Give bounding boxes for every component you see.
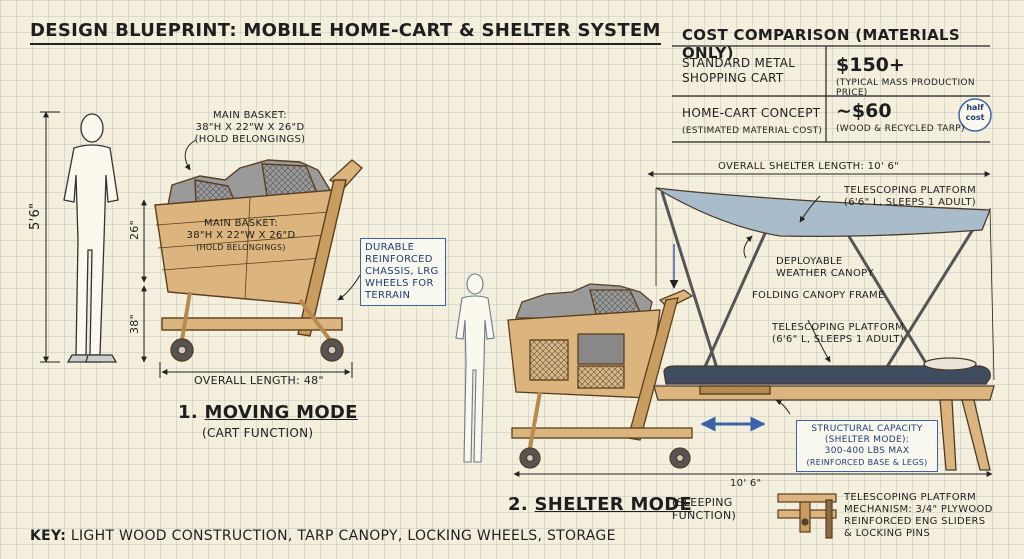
half-cost-badge-text: half cost [963, 103, 987, 123]
shelter-length-bottom: 10' 6" [730, 478, 762, 489]
tele-top-b: (6'6" L, SLEEPS 1 ADULT) [844, 197, 976, 208]
shelter-mode-sub-b: FUNCTION) [672, 509, 737, 522]
badge-line-b: cost [965, 113, 985, 122]
structural-capacity-note: STRUCTURAL CAPACITY (SHELTER MODE): 300-… [796, 420, 938, 472]
canopy-label: DEPLOYABLE WEATHER CANOPY [776, 256, 874, 280]
key-label: KEY: [30, 528, 67, 544]
tele-mid-a: TELESCOPING PLATFORM [771, 322, 905, 333]
basket-top-c: (HOLD BELONGINGS) [194, 134, 306, 145]
key-text: LIGHT WOOD CONSTRUCTION, TARP CANOPY, LO… [70, 528, 616, 544]
person-figure-moving [63, 113, 119, 363]
shelter-length-label: OVERALL SHELTER LENGTH: 10' 6" [716, 161, 902, 173]
moving-mode-title: 1. MOVING MODE [178, 402, 358, 423]
cost-comparison: COST COMPARISON (MATERIALS ONLY) STANDAR… [672, 18, 990, 142]
shelter-structure [653, 187, 995, 471]
mech-d: & LOCKING PINS [844, 528, 930, 539]
shelter-mode-sub: (SLEEPING FUNCTION) [672, 496, 736, 522]
chassis-c: CHASSIS, LRG [365, 266, 439, 277]
basket-top-b: 38"H x 22"W x 26"D [195, 122, 305, 133]
cost-row2-sub: (ESTIMATED MATERIAL COST) [682, 126, 823, 136]
half-cost-badge [958, 98, 992, 132]
tele-top-label: TELESCOPING PLATFORM (6'6" L, SLEEPS 1 A… [832, 185, 988, 209]
basket-in-c: (HOLD BELONGINGS) [196, 243, 286, 252]
cart-moving [154, 159, 364, 362]
canopy-a: DEPLOYABLE [776, 256, 843, 267]
cost-heading: COST COMPARISON (MATERIALS ONLY) [682, 26, 960, 62]
tele-mid-b: (6'6" L, SLEEPS 1 ADULT) [772, 334, 904, 345]
moving-mode-sub: (CART FUNCTION) [202, 426, 314, 440]
shelter-mode-name: SHELTER MODE [534, 494, 693, 515]
basket-in-b: 38"H x 22"W x 26"D [186, 230, 296, 241]
cost-row2-label: HOME-CART CONCEPT [682, 106, 821, 120]
cost-row2-price: ~$60 [836, 100, 892, 122]
legend-key: KEY: LIGHT WOOD CONSTRUCTION, TARP CANOP… [30, 528, 616, 544]
cost-row1-label-b: SHOPPING CART [682, 71, 784, 85]
frame-height-label: 38" [128, 314, 141, 334]
chassis-e: TERRAIN [365, 290, 411, 301]
moving-mode-num: 1. [178, 402, 198, 423]
frame-label: FOLDING CANOPY FRAME [752, 290, 885, 301]
chassis-b: REINFORCED [365, 254, 433, 265]
cost-row2-note: (WOOD & RECYCLED TARP) [836, 124, 965, 134]
chassis-note: DURABLE REINFORCED CHASSIS, LRG WHEELS F… [360, 238, 446, 306]
basket-in-a: MAIN BASKET: [204, 218, 278, 229]
person-figure-shelter [455, 273, 495, 463]
basket-height-label: 26" [128, 220, 141, 240]
struct-d: (REINFORCED BASE & LEGS) [806, 458, 928, 467]
mechanism-note: TELESCOPING PLATFORM MECHANISM: 3/4" PLY… [844, 492, 993, 540]
cost-table-lines [672, 45, 990, 143]
struct-c: 300-400 LBS MAX [824, 446, 910, 456]
mech-c: REINFORCED ENG SLIDERS [844, 516, 986, 527]
shelter-mode-title: 2. SHELTER MODE [508, 494, 692, 515]
cost-row1-label-a: STANDARD METAL [682, 56, 796, 70]
basket-top-a: MAIN BASKET: [213, 110, 287, 121]
chassis-d: WHEELS FOR [365, 278, 434, 289]
tele-mid-label: TELESCOPING PLATFORM (6'6" L, SLEEPS 1 A… [760, 322, 916, 346]
person-height-label: 5'6" [28, 202, 43, 230]
cart-shelter [507, 283, 694, 469]
badge-line-a: half [966, 103, 984, 112]
moving-dimensions [40, 111, 353, 378]
mech-b: MECHANISM: 3/4" PLYWOOD [844, 504, 993, 515]
struct-b: (SHELTER MODE): [824, 435, 910, 445]
shelter-mode-sub-a: (SLEEPING [672, 496, 733, 509]
cost-row1-note: (TYPICAL MASS PRODUCTION PRICE) [836, 78, 975, 98]
page-title: DESIGN BLUEPRINT: MOBILE HOME-CART & SHE… [30, 20, 661, 45]
basket-label-inner: MAIN BASKET: 38"H x 22"W x 26"D (HOLD BE… [176, 218, 306, 254]
basket-label-top: MAIN BASKET: 38"H x 22"W x 26"D (HOLD BE… [190, 110, 310, 146]
moving-mode-name: MOVING MODE [204, 402, 358, 423]
shelter-dimensions [513, 171, 993, 477]
mech-a: TELESCOPING PLATFORM [844, 492, 977, 503]
moving-length-label: OVERALL LENGTH: 48" [194, 374, 324, 387]
cost-row1-label: STANDARD METAL SHOPPING CART [682, 56, 795, 86]
shelter-mode-num: 2. [508, 494, 528, 515]
canopy-b: WEATHER CANOPY [776, 268, 874, 279]
cost-row1-price: $150+ [836, 54, 905, 76]
chassis-a: DURABLE [365, 242, 415, 253]
mechanism-detail [777, 493, 837, 539]
tele-top-a: TELESCOPING PLATFORM [843, 185, 977, 196]
struct-a: STRUCTURAL CAPACITY [811, 424, 923, 434]
